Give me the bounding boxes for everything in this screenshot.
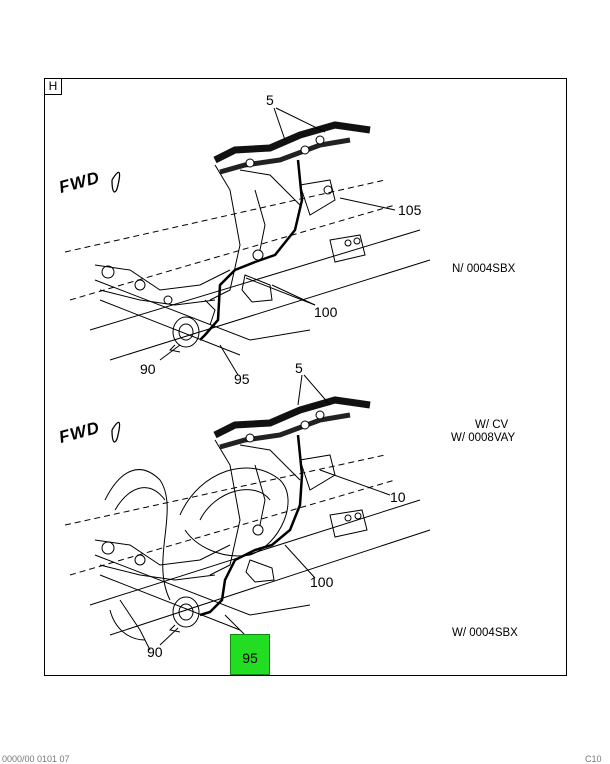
- upper-harness: [199, 121, 371, 341]
- note-lower-line2: W/ 0008VAY: [451, 432, 516, 444]
- callout-5-upper: 5: [266, 92, 274, 108]
- lower-horn: [168, 596, 200, 633]
- callout-95-upper: 95: [234, 371, 250, 387]
- diagram-frame: H: [44, 78, 567, 676]
- footer-left: 0000/00 0101 07: [2, 754, 70, 764]
- upper-leader-lines: [159, 107, 396, 376]
- callout-90-lower: 90: [147, 644, 163, 660]
- note-lower-bottom: W/ 0004SBX: [452, 627, 518, 639]
- fwd-arrow-icon-upper: [111, 171, 121, 193]
- note-lower-line1: W/ CV: [475, 419, 509, 431]
- callout-10: 10: [390, 489, 406, 505]
- lower-harness: [199, 396, 371, 617]
- callout-5-lower: 5: [295, 360, 303, 376]
- fwd-arrow-icon-lower: [111, 421, 121, 443]
- callout-105: 105: [398, 202, 422, 218]
- upper-horn: [168, 316, 200, 353]
- upper-bracket: [94, 164, 366, 326]
- callout-90-upper: 90: [140, 361, 156, 377]
- callout-100-upper: 100: [314, 304, 338, 320]
- callout-95-highlighted[interactable]: 95: [230, 634, 270, 675]
- lower-leader-lines: [159, 374, 391, 646]
- footer-right: C10: [585, 754, 602, 764]
- lower-cv-loops: [104, 467, 289, 651]
- note-upper: N/ 0004SBX: [452, 263, 516, 275]
- section-label: H: [45, 79, 62, 95]
- callout-100-lower: 100: [310, 574, 334, 590]
